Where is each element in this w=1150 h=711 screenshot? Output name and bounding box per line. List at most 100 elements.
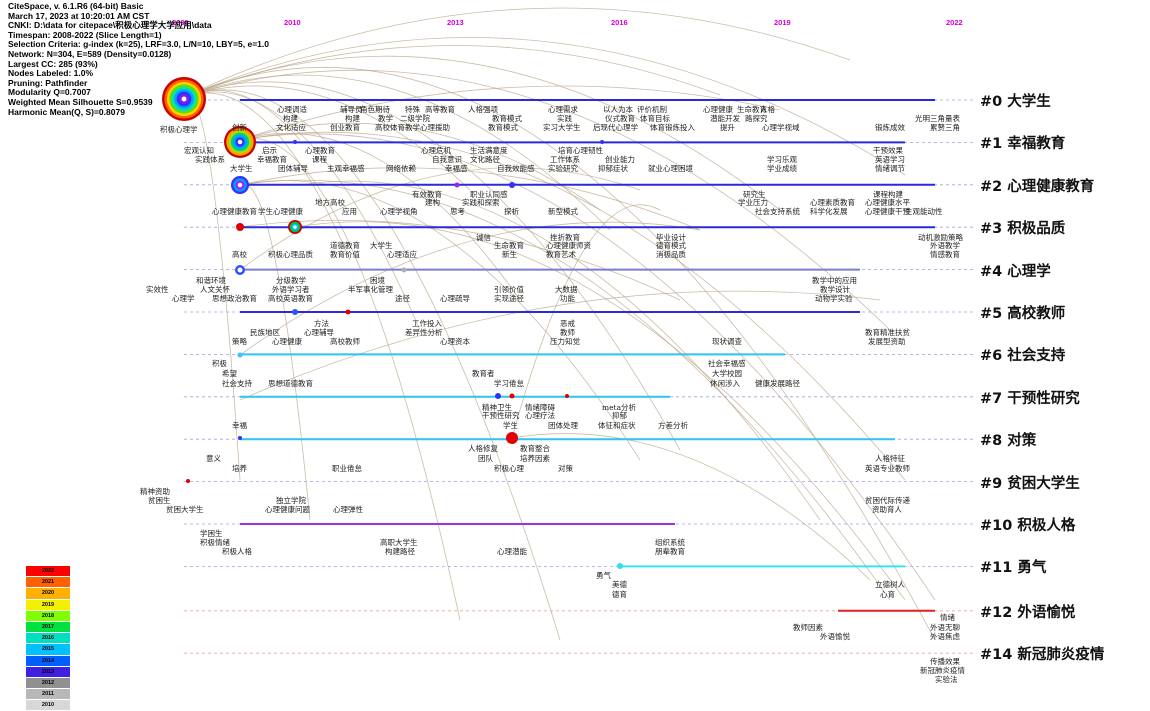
cluster-label: #4 心理学 — [980, 263, 1051, 280]
citation-arc — [239, 131, 906, 481]
keyword-label: 教学设计 — [820, 285, 850, 294]
keyword-label: 心理辅导 — [304, 328, 334, 337]
keyword-label: 学业压力 — [738, 198, 768, 207]
keyword-label: 自我意识 — [432, 155, 462, 164]
keyword-node-dot — [401, 267, 407, 273]
keyword-label: 外语无聊 — [930, 623, 960, 632]
info-line: Largest CC: 285 (93%) — [8, 58, 98, 69]
keyword-label: 健康发展路径 — [755, 379, 800, 388]
keyword-label: 教育模式 — [492, 114, 522, 123]
keyword-label: 应用 — [342, 207, 357, 216]
citation-arc — [239, 85, 781, 141]
keyword-label: 朋辈教育 — [655, 547, 685, 556]
year-tick-label: 2022 — [946, 18, 963, 27]
keyword-label: 动物学实验 — [815, 294, 853, 303]
keyword-label: 教师因素 — [793, 623, 823, 632]
keyword-label: 高校体育教学 — [375, 123, 420, 132]
keyword-label: 积极心理学 — [160, 125, 198, 134]
keyword-label: 体征和症状 — [598, 421, 636, 430]
cluster-label: #6 社会支持 — [980, 348, 1066, 365]
keyword-label: 抑郁 — [612, 411, 627, 420]
citation-arc — [239, 180, 641, 461]
keyword-label: 实践体系 — [195, 155, 225, 164]
keyword-label: 实效性 — [146, 285, 169, 294]
keyword-label: 大学生 — [370, 241, 393, 250]
keyword-label: 教学中的应用 — [812, 276, 857, 285]
keyword-label: 现状调查 — [712, 337, 742, 346]
keyword-label: 心理健康 — [703, 105, 733, 114]
keyword-node-dot — [509, 393, 515, 399]
legend-year-swatch: 2015 — [26, 644, 70, 656]
cluster-label: #3 积极品质 — [980, 221, 1066, 238]
keyword-label: 新型模式 — [548, 207, 578, 216]
keyword-nodes — [162, 77, 623, 569]
keyword-node-dot — [565, 394, 569, 398]
keyword-label: 教育精准扶贫 — [865, 328, 910, 337]
keyword-label: 学生心理健康 — [258, 207, 303, 216]
keyword-label: 积极情绪 — [200, 538, 230, 547]
keyword-label: 人格强项 — [468, 105, 498, 114]
keyword-label: 心理学视域 — [762, 123, 800, 132]
legend-year-swatch: 2011 — [26, 689, 70, 701]
keyword-label: 抑郁症状 — [598, 164, 628, 173]
year-tick-label: 2010 — [284, 18, 301, 27]
citation-arc — [239, 290, 881, 401]
keyword-label: 科学化发展 — [810, 207, 848, 216]
info-line: CiteSpace, v. 6.1.R6 (64-bit) Basic — [8, 1, 144, 11]
keyword-label: 网络依赖 — [386, 164, 416, 173]
year-tick-label: 2013 — [447, 18, 464, 27]
keyword-label: 策略 — [232, 337, 247, 346]
keyword-label: 教育艺术 — [546, 250, 576, 259]
keyword-label: 新生 — [502, 250, 517, 259]
cluster-label: #0 大学生 — [980, 94, 1051, 110]
citation-arc — [239, 133, 521, 301]
keyword-label: 积极 — [212, 359, 227, 368]
keyword-label: 勇气 — [596, 571, 611, 580]
keyword-label: 心理调适 — [277, 105, 307, 114]
keyword-node-dot — [345, 309, 351, 315]
keyword-label: 民族地区 — [250, 328, 280, 337]
keyword-label: 幸福教育 — [257, 155, 287, 164]
legend-year-swatch: 2016 — [26, 633, 70, 645]
keyword-label: 心理学视角 — [380, 207, 418, 216]
citation-arc — [183, 55, 781, 211]
keyword-label: 心理危机 — [421, 146, 451, 155]
info-line: March 17, 2023 at 10:20:01 AM CST — [8, 10, 150, 21]
legend-year-swatch: 2012 — [26, 677, 70, 690]
keyword-label: 文化路径 — [470, 155, 500, 164]
keyword-label: 研究生 — [743, 190, 766, 199]
keyword-label: 生活满意度 — [470, 146, 508, 155]
keyword-label: 困境 — [370, 276, 385, 285]
cluster-label: #7 干预性研究 — [980, 390, 1080, 407]
keyword-label: 光明三角量表 — [915, 114, 960, 123]
keyword-label: 实习大学生 — [543, 123, 581, 132]
keyword-label: 人格 — [760, 105, 775, 114]
citation-arc — [183, 45, 721, 98]
keyword-label: 心理健康干预 — [865, 207, 910, 216]
keyword-label: 独立学院 — [276, 496, 306, 505]
keyword-label: 就业心理困境 — [648, 164, 693, 173]
keyword-label: 主观幸福感 — [327, 164, 365, 173]
keyword-label: 思想政治教育 — [212, 294, 257, 303]
keyword-label: 心理学 — [172, 294, 195, 303]
keyword-label: 评价机制 — [637, 105, 667, 114]
keyword-label: 角色期待 — [360, 105, 390, 114]
legend-year-swatch: 2010 — [26, 700, 70, 711]
citation-arc — [239, 133, 936, 601]
keyword-label: 对策 — [558, 464, 573, 473]
legend-year-swatch: 2019 — [26, 599, 70, 611]
citation-arc — [239, 219, 681, 301]
info-line: CNKI: D:\data for citepace\积极心理学大学应用\dat… — [8, 20, 212, 31]
keyword-label: 心理疏导 — [440, 294, 470, 303]
keyword-label: 心理教育 — [305, 146, 335, 155]
year-tick-label: 2019 — [774, 18, 791, 27]
legend-year-swatch: 2013 — [26, 666, 70, 678]
keyword-label: 高校英语教育 — [268, 294, 313, 303]
keyword-label: 有效教育 — [412, 190, 442, 199]
legend-year-swatch: 2017 — [26, 621, 70, 634]
keyword-label: 外语学习者 — [272, 285, 310, 294]
keyword-label: 英语学习 — [875, 155, 905, 164]
cluster-timelines — [240, 99, 935, 612]
keyword-label: 生命教育 — [737, 105, 767, 114]
